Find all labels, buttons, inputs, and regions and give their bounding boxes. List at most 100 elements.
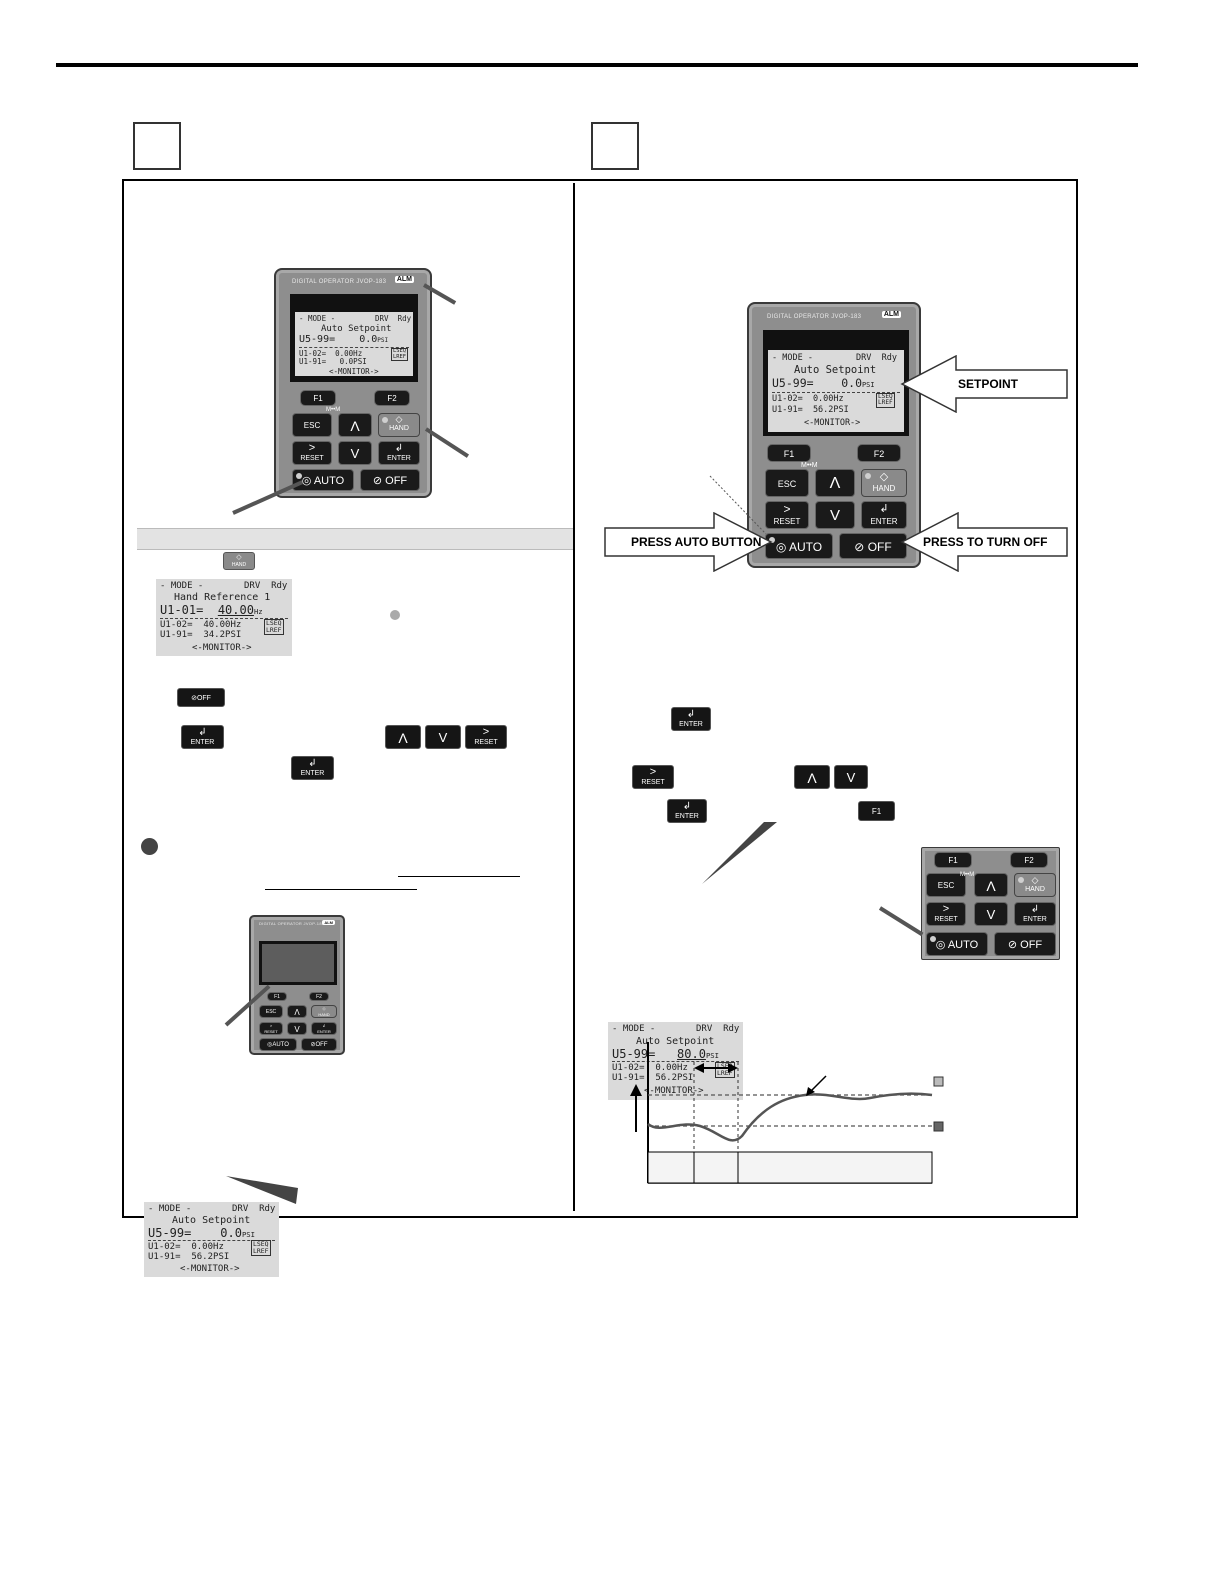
off-key[interactable]: ⊘OFF	[301, 1038, 337, 1051]
reset-key[interactable]: >RESET	[259, 1022, 283, 1035]
lcd-mode-label: - MODE -	[299, 314, 335, 323]
lcd-main-unit: PSI	[242, 1230, 255, 1239]
reset-chip-label: RESET	[466, 739, 506, 747]
enter-key[interactable]: ↲ ENTER	[1014, 902, 1056, 926]
lcd-screen-blank	[262, 944, 334, 982]
lcd-sub-line-2: U1-91= 56.2PSI	[772, 405, 849, 415]
setpoint-label: SETPOINT	[958, 377, 1018, 391]
down-arrow-key[interactable]: V	[815, 501, 855, 529]
hand-chip-label: HAND	[224, 562, 254, 569]
reset-key[interactable]: > RESET	[292, 441, 332, 465]
up-arrow-key[interactable]: Λ	[287, 1005, 307, 1018]
f1-key[interactable]: F1	[300, 390, 336, 406]
lcd-status: DRV Rdy	[375, 314, 411, 323]
lcd-main-param: U5-99=	[148, 1226, 191, 1240]
f2-key[interactable]: F2	[1010, 852, 1048, 868]
reset-chip-label: RESET	[633, 779, 673, 787]
f2-key[interactable]: F2	[374, 390, 410, 406]
auto-key-label: AUTO	[948, 939, 978, 951]
up-arrow-key[interactable]: Λ	[974, 873, 1008, 897]
enter-key[interactable]: ↲ ENTER	[378, 441, 420, 465]
esc-key[interactable]: ESC	[259, 1005, 283, 1018]
f1-key[interactable]: F1	[934, 852, 972, 868]
operator-model-label: DIGITAL OPERATOR JVOP-183	[767, 314, 861, 320]
hand-led	[865, 473, 871, 479]
f1-key[interactable]: F1	[267, 992, 287, 1001]
mm-label: M••M	[960, 872, 974, 878]
enter-key-chip: ↲ ENTER	[291, 756, 334, 780]
f1-key[interactable]: F1	[767, 444, 811, 462]
lcd-status: DRV Rdy	[696, 1024, 739, 1034]
delay-left-arrow-icon	[694, 1063, 704, 1073]
lcd-footer: <-MONITOR->	[804, 418, 860, 428]
down-arrow-key[interactable]: V	[338, 441, 372, 465]
lcd-main-unit: PSI	[377, 337, 388, 344]
lcd-title: Auto Setpoint	[321, 324, 391, 334]
lcd-main-unit: PSI	[862, 381, 874, 389]
enter-key-label: ENTER	[1015, 916, 1055, 923]
up-arrow-key[interactable]: Λ	[338, 413, 372, 437]
reset-key[interactable]: > RESET	[926, 902, 966, 926]
start-level-marker	[934, 1122, 943, 1131]
lcd-ref: LREF	[878, 400, 893, 406]
lcd-ref: LREF	[266, 627, 282, 634]
alm-indicator: ALM	[322, 920, 335, 925]
text-underline	[398, 876, 520, 877]
hand-key[interactable]: ◇ HAND	[861, 469, 907, 497]
lcd-status: DRV Rdy	[244, 581, 287, 591]
mm-label: M••M	[801, 462, 818, 469]
f2-key[interactable]: F2	[309, 992, 329, 1001]
auto-key[interactable]: ◎ AUTO	[765, 533, 833, 559]
down-arrow-key[interactable]: V	[287, 1022, 307, 1035]
lcd-seq-ref-box: LSEQLREF	[264, 619, 284, 635]
down-arrow-chip: V	[834, 765, 868, 789]
delay-right-arrow-icon	[728, 1063, 738, 1073]
up-arrow-chip: Λ	[794, 765, 830, 789]
reset-key-label: RESET	[260, 1029, 282, 1035]
feedback-pointer	[226, 1172, 302, 1206]
reset-arrow-icon: >	[293, 442, 331, 455]
hand-key-chip: ◇ HAND	[223, 552, 255, 570]
enter-arrow-icon: ↲	[668, 800, 706, 813]
setpoint-marker	[934, 1077, 943, 1086]
auto-key-label: AUTO	[272, 1042, 289, 1048]
off-stop-icon: ⊘	[373, 475, 382, 487]
off-key-label: OFF	[316, 1042, 328, 1048]
up-arrow-key[interactable]: Λ	[815, 469, 855, 497]
hand-key[interactable]: ◇ HAND	[1014, 873, 1056, 897]
esc-key[interactable]: ESC	[292, 413, 332, 437]
reset-key-chip: > RESET	[632, 765, 674, 789]
enter-arrow-icon: ↲	[292, 757, 333, 770]
lcd-ref: LREF	[393, 355, 406, 361]
f2-key[interactable]: F2	[857, 444, 901, 462]
lcd-seq-ref-box: LSEQLREF	[391, 348, 408, 361]
enter-key[interactable]: ↲ENTER	[311, 1022, 337, 1035]
lcd-footer: <-MONITOR->	[329, 367, 379, 376]
off-key[interactable]: ⊘ OFF	[360, 469, 420, 491]
lcd-main-line: U1-01= 40.00Hz	[160, 603, 263, 617]
lcd-main-line: U5-99= 0.0PSI	[148, 1226, 255, 1240]
hand-key[interactable]: ◇ HAND	[378, 413, 420, 437]
lcd-sub-line-1: U1-02= 0.00Hz	[772, 394, 844, 404]
auto-key[interactable]: ◎AUTO	[259, 1038, 297, 1051]
lcd-hand-reference: - MODE - DRV Rdy Hand Reference 1 U1-01=…	[156, 579, 292, 656]
digital-operator-small: DIGITAL OPERATOR JVOP-183 ALM F1 F2 ESC …	[249, 915, 345, 1055]
reset-key-label: RESET	[293, 455, 331, 462]
hand-key-label: HAND	[379, 425, 419, 432]
digital-operator-left: DIGITAL OPERATOR JVOP-183 ALM - MODE - D…	[274, 268, 432, 498]
off-key[interactable]: ⊘ OFF	[994, 932, 1056, 956]
lcd-footer: <-MONITOR->	[192, 643, 252, 653]
off-key[interactable]: ⊘ OFF	[839, 533, 907, 559]
enter-chip-label: ENTER	[292, 770, 333, 778]
note-bullet	[141, 838, 158, 855]
esc-key[interactable]: ESC	[765, 469, 809, 497]
hand-key[interactable]: ◇HAND	[311, 1005, 337, 1018]
down-arrow-chip: V	[425, 725, 461, 749]
lcd-mode-label: - MODE -	[160, 581, 203, 591]
down-arrow-key[interactable]: V	[974, 902, 1008, 926]
lcd-main-line: U5-99= 0.0PSI	[299, 334, 388, 345]
auto-key[interactable]: ◎ AUTO	[926, 932, 988, 956]
graph-up-arrow-icon	[630, 1084, 642, 1096]
hand-key-label: HAND	[1015, 886, 1055, 893]
reset-arrow-icon: >	[927, 903, 965, 916]
